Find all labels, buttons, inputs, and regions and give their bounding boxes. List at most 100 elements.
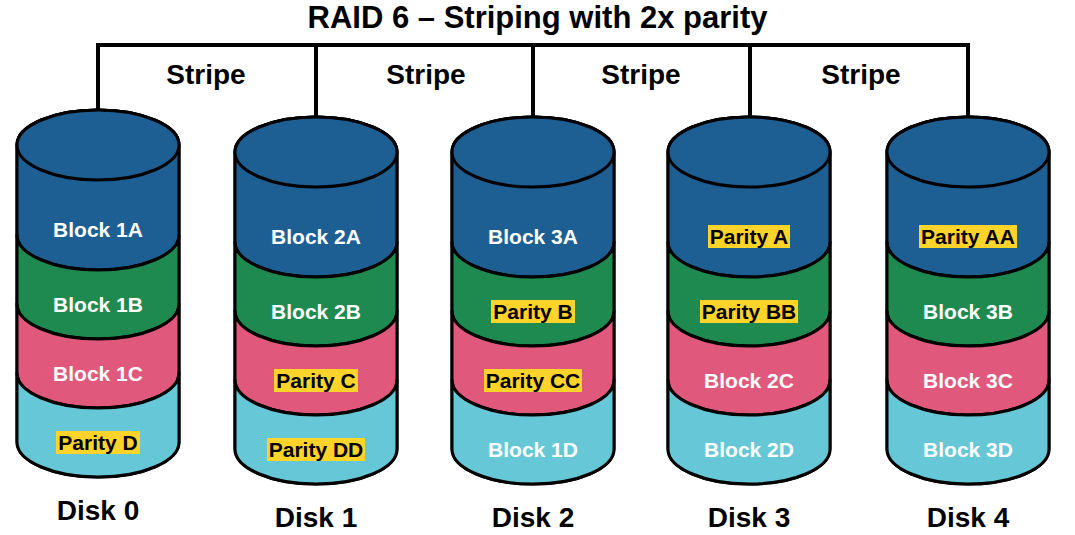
stripe-label: Stripe [326,58,526,92]
block-shape-svg [452,117,614,277]
parity-label: Parity C [274,369,357,392]
disk-top-cap [452,117,614,187]
block-label: Block 2A [271,225,361,248]
cylinder-shape [17,110,179,477]
block-text-line: Block 1C [17,359,179,389]
block-shape-svg [452,242,614,346]
block-text-line: Block 3A [452,222,614,252]
disk-label: Disk 2 [422,501,644,535]
block-text-line: Parity DD [235,435,397,465]
block-label: Block 3A [488,225,578,248]
disk-block: Block 3D [887,380,1049,484]
block-text-line: Block 2D [668,435,830,465]
block-text-line: Parity A [668,222,830,252]
stripe-label: Stripe [541,58,741,92]
disk-block: Block 2D [668,380,830,484]
block-shape [668,380,830,484]
block-shape-svg [17,110,179,270]
disk-cylinder: Disk 3Parity AParity BBBlock 2CBlock 2D [668,117,830,484]
disk-label: Disk 4 [857,501,1075,535]
disk-top-cap [235,117,397,187]
disk-top-cap [668,117,830,187]
block-text-line: Parity BB [668,297,830,327]
block-shape-svg [17,304,179,408]
disk-block: Block 2A [235,117,397,277]
block-shape-svg [668,380,830,484]
block-label: Block 1B [53,293,143,316]
disk-block: Block 1A [17,110,179,270]
block-shape-svg [452,380,614,484]
block-shape [17,110,179,270]
block-shape-svg [235,380,397,484]
cylinder-shape [235,117,397,484]
disk-block: Block 2B [235,242,397,346]
block-label: Block 2C [704,369,794,392]
block-shape-svg [887,242,1049,346]
block-text-line: Block 2A [235,222,397,252]
block-shape [887,117,1049,277]
block-label: Block 3C [923,369,1013,392]
disk-block: Parity BB [668,242,830,346]
block-text-line: Block 2C [668,366,830,396]
block-label: Block 1D [488,438,578,461]
disk-block: Parity CC [452,311,614,415]
block-shape [235,117,397,277]
block-text-line: Block 1A [17,215,179,245]
block-shape-svg [668,311,830,415]
disk-cylinder: Disk 1Block 2ABlock 2BParity CParity DD [235,117,397,484]
block-text-line: Parity D [17,428,179,458]
block-text-line: Block 2B [235,297,397,327]
block-shape-svg [235,117,397,277]
disk-block: Parity A [668,117,830,277]
block-shape [17,304,179,408]
block-shape [887,380,1049,484]
parity-label: Parity A [708,225,791,248]
block-shape [235,380,397,484]
block-label: Block 1A [53,218,143,241]
block-shape-svg [452,311,614,415]
parity-label: Parity AA [919,225,1017,248]
parity-label: Parity BB [700,300,799,323]
block-shape [887,311,1049,415]
parity-label: Parity CC [484,369,583,392]
block-shape [452,311,614,415]
parity-label: Parity D [56,431,139,454]
block-shape [887,242,1049,346]
block-shape [668,311,830,415]
disk-block: Parity AA [887,117,1049,277]
block-shape [235,242,397,346]
cylinder-shape [668,117,830,484]
disk-block: Block 3C [887,311,1049,415]
block-text-line: Parity AA [887,222,1049,252]
block-shape-svg [17,235,179,339]
disk-label: Disk 1 [205,501,427,535]
disk-block: Block 1C [17,304,179,408]
disk-block: Parity DD [235,380,397,484]
block-label: Block 2D [704,438,794,461]
diagram-title: RAID 6 – Striping with 2x parity [0,0,1075,36]
block-text-line: Block 3B [887,297,1049,327]
disk-block: Block 3B [887,242,1049,346]
disk-block: Parity D [17,373,179,477]
block-label: Block 3B [923,300,1013,323]
block-shape-svg [235,311,397,415]
disk-label: Disk 3 [638,501,860,535]
block-shape [235,311,397,415]
cylinder-shape [452,117,614,484]
block-text-line: Parity C [235,366,397,396]
disk-label: Disk 0 [0,494,209,528]
block-shape [17,235,179,339]
block-text-line: Block 1B [17,290,179,320]
block-shape [668,242,830,346]
block-text-line: Block 3D [887,435,1049,465]
disk-block: Block 1D [452,380,614,484]
block-shape-svg [887,380,1049,484]
block-shape [668,117,830,277]
disk-cylinder: Disk 4Parity AABlock 3BBlock 3CBlock 3D [887,117,1049,484]
block-label: Block 3D [923,438,1013,461]
cylinder-shape [887,117,1049,484]
block-shape-svg [668,117,830,277]
disk-top-cap [887,117,1049,187]
block-shape-svg [668,242,830,346]
